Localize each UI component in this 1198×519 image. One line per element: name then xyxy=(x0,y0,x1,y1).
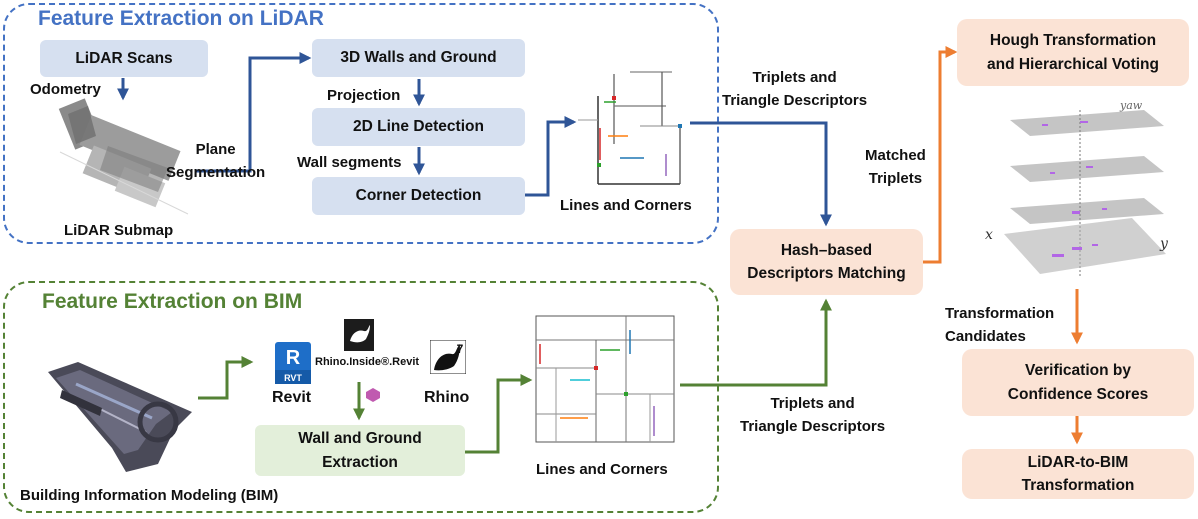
odometry-label: Odometry xyxy=(30,81,101,98)
bim-lines-corners-image xyxy=(535,315,675,443)
lidar-lines-corners-label: Lines and Corners xyxy=(560,197,692,214)
grasshopper-icon xyxy=(366,388,380,402)
transformation-candidates-label: Transformation Candidates xyxy=(945,305,1055,346)
projection-label: Projection xyxy=(327,87,401,104)
walls-ground-box: 3D Walls and Ground xyxy=(312,39,525,77)
wall-ground-extraction-box: Wall and Ground Extraction xyxy=(255,425,465,476)
y-axis-label: y xyxy=(1159,236,1169,252)
lidar-lines-corners-image xyxy=(578,71,682,185)
hash-matching-box: Hash–based Descriptors Matching xyxy=(730,229,923,295)
bim-caption-label: Building Information Modeling (BIM) xyxy=(20,487,279,504)
lidar-submap-label: LiDAR Submap xyxy=(64,222,174,239)
bim-panel-title: Feature Extraction on BIM xyxy=(42,290,303,313)
revit-icon-text: RVT xyxy=(284,373,302,383)
arrow-bim-to-matching xyxy=(680,298,832,387)
revit-label: Revit xyxy=(272,389,312,406)
revit-icon-letter: R xyxy=(286,347,301,369)
rhino-icon: 7 xyxy=(430,340,466,374)
plane-segmentation-label: Plane Segmentation xyxy=(166,141,266,182)
rhino-inside-label: Rhino.Inside®.Revit xyxy=(315,356,420,368)
bim-feature-panel xyxy=(3,281,719,513)
lidar-to-bim-box: LiDAR-to-BIM Transformation xyxy=(962,449,1194,499)
x-axis-label: x xyxy=(985,227,993,243)
arrow-corners-to-features xyxy=(525,116,577,197)
lidar-panel-title: Feature Extraction on LiDAR xyxy=(38,7,324,30)
arrow-lidar-to-matching xyxy=(690,121,832,227)
arrow-extraction-to-features xyxy=(464,374,533,454)
verification-box: Verification by Confidence Scores xyxy=(962,349,1194,416)
rhino-label: Rhino xyxy=(424,389,470,406)
corner-detection-box: Corner Detection xyxy=(312,177,525,215)
bim-model-image xyxy=(48,362,192,472)
arrow-matching-to-hough xyxy=(923,46,958,264)
rhino-icon-number: 7 xyxy=(457,342,464,356)
lidar-submap-image xyxy=(58,98,189,215)
triplets-descriptors-lidar-label: Triplets and Triangle Descriptors xyxy=(722,69,868,110)
revit-icon: R RVT xyxy=(275,342,311,384)
rhino-inside-icon xyxy=(344,319,374,351)
hough-voting-box: Hough Transformation and Hierarchical Vo… xyxy=(957,19,1189,86)
bim-lines-corners-label: Lines and Corners xyxy=(536,461,668,478)
wall-segments-label: Wall segments xyxy=(297,154,402,171)
matched-triplets-label: Matched Triplets xyxy=(865,147,926,188)
yaw-axis-label: yaw xyxy=(1119,99,1143,112)
arrow-bim-to-revit xyxy=(198,356,254,400)
line-detection-box: 2D Line Detection xyxy=(312,108,525,146)
arrow-submap-to-walls xyxy=(196,52,312,173)
lidar-scans-box: LiDAR Scans xyxy=(40,40,208,77)
hierarchical-voting-plot: yaw x y xyxy=(985,99,1169,278)
triplets-descriptors-bim-label: Triplets and Triangle Descriptors xyxy=(740,395,886,436)
